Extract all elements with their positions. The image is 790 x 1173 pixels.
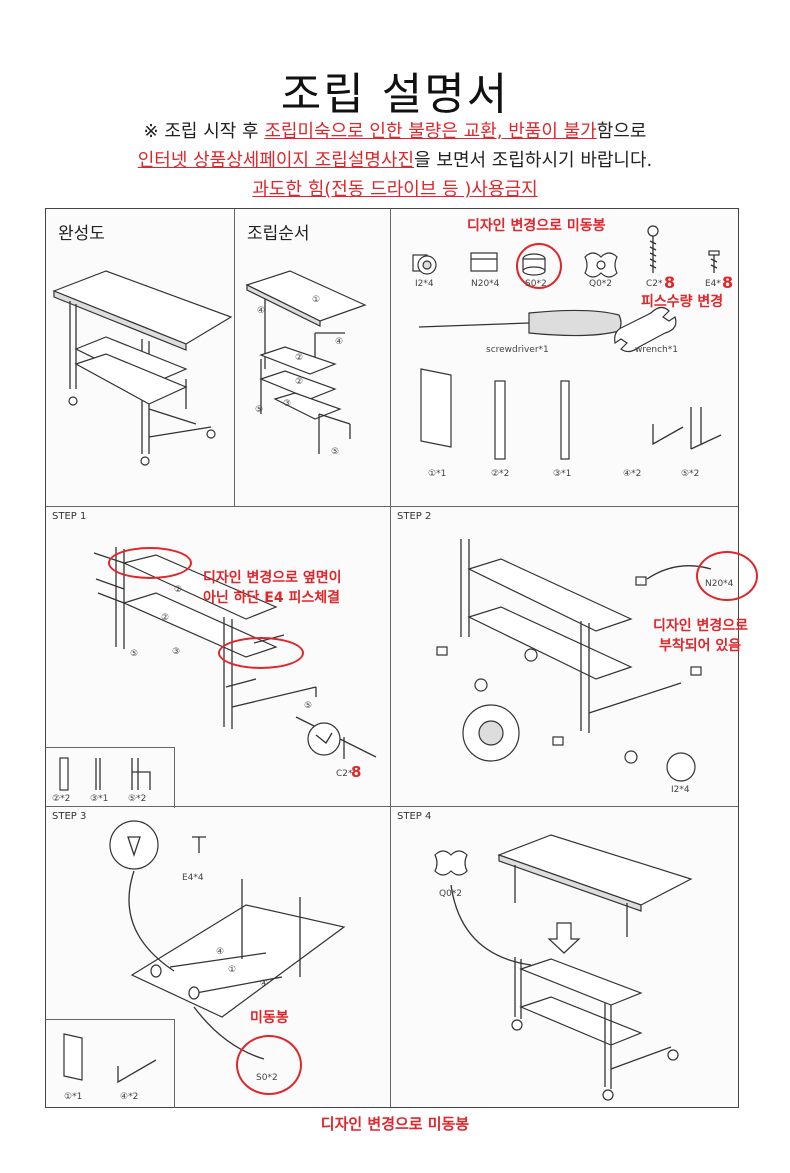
part-i2-label: I2*4 <box>415 279 434 289</box>
step-1-parts-drawing <box>59 757 151 791</box>
panel-step-1: STEP 1 디자인 변경으로 옆면이 아닌 하단 E4 피스체결 ② ② ⑤ … <box>46 507 391 808</box>
complete-view-label: 완성도 <box>58 224 105 244</box>
step-1-part-5-label: ⑤*2 <box>128 794 147 804</box>
step-1-num-2-top: ② <box>174 585 183 595</box>
step-1-c2-label: C2* <box>336 769 353 779</box>
part-4-label: ④*2 <box>623 469 642 479</box>
step-3-parts-box: ①*1 ④*2 <box>46 1019 175 1108</box>
step-1-part-3-label: ③*1 <box>90 794 109 804</box>
notice-line-1-warning: 조립미숙으로 인한 불량은 교환, 반품이 불가 <box>264 121 597 142</box>
s0-highlight-circle <box>516 243 562 289</box>
step-3-part-1-label: ①*1 <box>64 1092 83 1102</box>
step-3-parts-drawing <box>63 1033 157 1084</box>
bottom-design-change-note: 디자인 변경으로 미동봉 <box>320 1115 470 1133</box>
step-1-top-highlight <box>108 547 192 579</box>
part-q0-label: Q0*2 <box>589 279 613 289</box>
step-4-label: STEP 4 <box>397 811 432 822</box>
step-1-num-5-left: ⑤ <box>130 649 139 659</box>
notice-line-3: 과도한 힘(전동 드라이브 등 )사용금지 <box>0 175 790 201</box>
complete-desk-drawing <box>52 270 233 466</box>
part-s0-label: S0*2 <box>525 279 547 289</box>
step-3-s0-highlight <box>236 1035 302 1095</box>
step-2-note-line-2: 부착되어 있음 <box>659 638 742 654</box>
screwdriver-label: screwdriver*1 <box>486 345 549 355</box>
step-3-not-included-note: 미동봉 <box>250 1010 289 1026</box>
step-3-drawing <box>109 820 346 1060</box>
piece-qty-change-note: 피스수량 변경 <box>641 294 724 310</box>
order-num-1: ① <box>312 295 321 305</box>
order-num-2-bottom: ② <box>295 377 304 387</box>
part-1-label: ①*1 <box>428 469 447 479</box>
order-num-5-left: ⑤ <box>255 405 264 415</box>
step-1-note-line-2: 아닌 하단 E4 피스체결 <box>203 590 340 606</box>
notice-line-2-warning: 인터넷 상품상세페이지 조립설명사진 <box>137 150 415 171</box>
notice-line-1: ※ 조립 시작 후 조립미숙으로 인한 불량은 교환, 반품이 불가함으로 <box>0 117 790 143</box>
notice-line-1-suffix: 함으로 <box>596 121 647 142</box>
step-1-num-3: ③ <box>172 647 181 657</box>
parts-drawing <box>412 225 722 460</box>
part-c2-label: C2* <box>646 279 663 289</box>
step-2-label: STEP 2 <box>397 511 432 522</box>
step-1-num-5-right: ⑤ <box>304 701 313 711</box>
panel-assembly-order: 조립순서 ① ④ ④ ② ② ③ ⑤ ⑤ <box>235 209 391 507</box>
step-1-c2-qty-note: 8 <box>351 763 362 781</box>
step-3-label: STEP 3 <box>52 811 87 822</box>
design-change-not-included-note: 디자인 변경으로 미동봉 <box>467 218 606 234</box>
step-2-i2-label: I2*4 <box>671 785 690 795</box>
step-4-q0-label: Q0*2 <box>439 889 463 899</box>
step-3-s0-label: S0*2 <box>256 1073 278 1083</box>
part-2-label: ②*2 <box>491 469 510 479</box>
step-3-e4-label: E4*4 <box>182 873 204 883</box>
wrench-label: wrench*1 <box>635 345 678 355</box>
order-num-5-right: ⑤ <box>331 447 340 457</box>
order-num-3: ③ <box>283 399 292 409</box>
exploded-desk-drawing <box>245 270 367 454</box>
step-3-part-4-label: ④*2 <box>120 1092 139 1102</box>
panel-step-4: STEP 4 Q0*2 <box>391 807 738 1107</box>
part-3-label: ③*1 <box>553 469 572 479</box>
step-1-part-2-label: ②*2 <box>52 794 71 804</box>
step-4-drawing <box>434 834 693 1101</box>
n20-highlight-circle <box>696 551 758 601</box>
panel-parts-list: 디자인 변경으로 미동봉 I2*4 N20*4 S0*2 Q0*2 C2* 8 … <box>391 209 738 507</box>
assembly-order-label: 조립순서 <box>247 224 310 244</box>
order-num-2-top: ② <box>295 353 304 363</box>
part-e4-label: E4* <box>705 279 721 289</box>
notice-line-2-suffix: 을 보면서 조립하시기 바랍니다. <box>414 150 653 171</box>
step-1-num-2-mid: ② <box>161 613 170 623</box>
order-num-4-left: ④ <box>257 306 266 316</box>
instruction-sheet: 완성도 조립순서 ① ④ ④ ② ② <box>45 208 758 1108</box>
notice-line-3-warning: 과도한 힘(전동 드라이브 등 )사용금지 <box>252 179 538 200</box>
step-1-bottom-highlight <box>218 637 304 669</box>
notice-line-2: 인터넷 상품상세페이지 조립설명사진을 보면서 조립하시기 바랍니다. <box>0 146 790 172</box>
part-n20-label: N20*4 <box>471 279 500 289</box>
step-1-parts-box: ②*2 ③*1 ⑤*2 <box>46 747 175 808</box>
step-2-drawing <box>436 539 712 782</box>
panel-step-2: STEP 2 N20*4 디자인 변경으로 부착되어 있음 I2*4 <box>391 507 758 807</box>
panel-step-3: STEP 3 E4*4 ④ ① ④ 미동봉 S0*2 ①*1 ④*2 <box>46 807 391 1108</box>
step-3-num-1: ① <box>228 965 237 975</box>
step-1-note-line-1: 디자인 변경으로 옆면이 <box>203 570 342 586</box>
e4-qty-note: 8 <box>722 273 734 292</box>
notice-line-1-prefix: ※ 조립 시작 후 <box>143 121 265 142</box>
step-2-note-line-1: 디자인 변경으로 <box>653 618 749 634</box>
part-5-label: ⑤*2 <box>681 469 700 479</box>
page-title: 조립 설명서 <box>280 69 510 120</box>
step-3-num-4-top: ④ <box>216 947 225 957</box>
panel-complete-view: 완성도 <box>46 209 235 507</box>
step-2-n20-label: N20*4 <box>705 579 734 589</box>
step-3-num-4-right: ④ <box>260 979 269 989</box>
order-num-4-right: ④ <box>335 337 344 347</box>
c2-qty-note: 8 <box>664 273 676 292</box>
step-1-label: STEP 1 <box>52 511 87 522</box>
